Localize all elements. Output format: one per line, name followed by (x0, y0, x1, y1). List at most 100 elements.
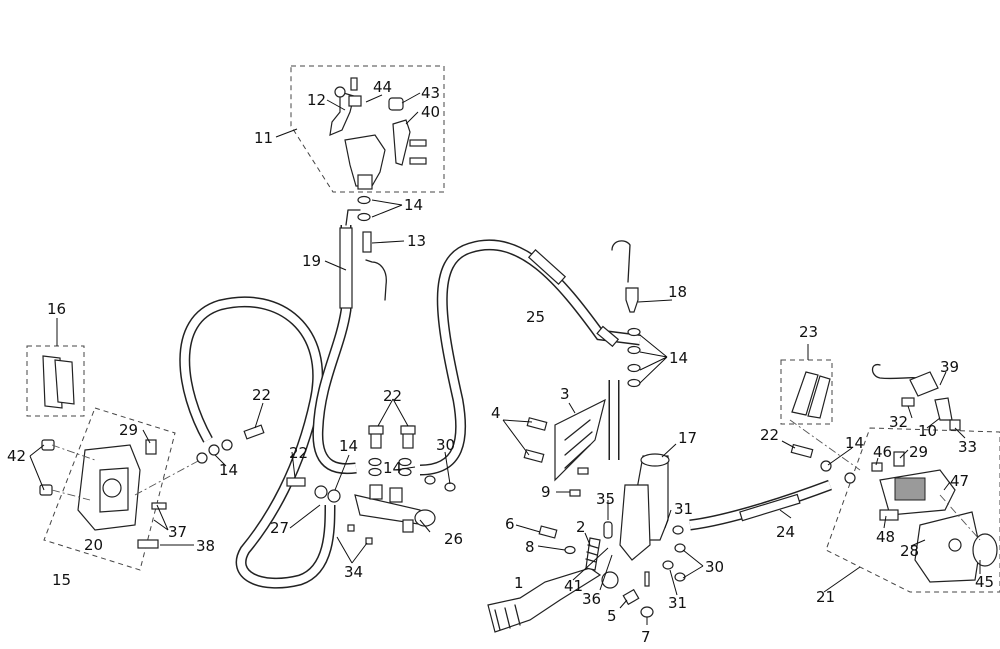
pin-48 (879, 509, 899, 521)
callout-2: 2 (576, 518, 586, 536)
bolt-4-top (526, 417, 548, 431)
rear-pads-group-box (780, 359, 833, 425)
hose-guard-25 (527, 249, 567, 285)
callout-14-top: 14 (404, 196, 423, 214)
master-cylinder-body (344, 134, 386, 187)
callout-9: 9 (541, 483, 551, 501)
callout-11: 11 (254, 129, 273, 147)
brake-pedal-1 (487, 567, 602, 633)
caliper-bracket-28 (914, 511, 981, 583)
callout-16: 16 (47, 300, 66, 318)
callout-30-center: 30 (436, 436, 455, 454)
bolt-22-side (286, 477, 306, 487)
callout-15: 15 (52, 571, 71, 589)
callout-14-rear: 14 (669, 349, 688, 367)
heel-guard-3 (554, 398, 606, 482)
callout-23: 23 (799, 323, 818, 341)
callout-31-top: 31 (674, 500, 693, 518)
pin-5 (622, 588, 640, 606)
group-boxes (26, 65, 1000, 593)
callout-30-rear: 30 (705, 558, 724, 576)
callout-45: 45 (975, 573, 994, 591)
callout-14-center: 14 (383, 459, 402, 477)
callout-14-front: 14 (219, 461, 238, 479)
front-pads-group-box (26, 345, 85, 417)
bolt-6 (538, 525, 558, 539)
callout-28: 28 (900, 542, 919, 560)
leader-lines (29, 92, 981, 625)
callout-14-caliper: 14 (845, 434, 864, 452)
bolt-32 (901, 397, 915, 407)
callout-5: 5 (607, 607, 617, 625)
bleeder-29 (145, 439, 157, 455)
callout-22-front: 22 (252, 386, 271, 404)
callout-47: 47 (950, 472, 969, 490)
bracket-10 (934, 397, 953, 421)
callout-10: 10 (918, 422, 937, 440)
callout-29-front: 29 (119, 421, 138, 439)
callout-6: 6 (505, 515, 515, 533)
callout-17: 17 (678, 429, 697, 447)
bolt-37 (151, 502, 167, 510)
screw-9-top (569, 489, 581, 497)
brake-switch-18 (625, 287, 639, 313)
nut-46 (871, 462, 883, 472)
small-fasteners (347, 231, 373, 545)
callout-37: 37 (168, 523, 187, 541)
callout-32: 32 (889, 413, 908, 431)
callouts: 44 43 40 12 11 14 13 19 16 42 29 14 22 2… (7, 78, 994, 646)
callout-13: 13 (407, 232, 426, 250)
rear-pad-a (791, 371, 819, 416)
bolt-22-front (243, 424, 265, 440)
brake-switch-wire-13 (365, 259, 387, 301)
front-master-cylinder-group-box (290, 65, 445, 193)
callout-22-rear: 22 (760, 426, 779, 444)
spacer-45 (972, 533, 998, 567)
junction-block (243, 424, 436, 533)
callout-40: 40 (421, 103, 440, 121)
callout-21: 21 (816, 588, 835, 606)
hose-banjo-top (345, 209, 361, 226)
pin-35 (603, 521, 613, 539)
callout-39: 39 (940, 358, 959, 376)
screw-34b (347, 524, 355, 532)
bleeder-29-rear (893, 451, 905, 467)
callout-34: 34 (344, 563, 363, 581)
callout-43: 43 (421, 84, 440, 102)
brake-switch-13 (362, 231, 372, 253)
callout-48: 48 (876, 528, 895, 546)
brake-switch-wire-18 (611, 240, 631, 283)
screw-44 (350, 77, 358, 91)
rear-brake-pads (791, 371, 831, 419)
bolt-22-rear (790, 443, 814, 459)
hose-19-guard (339, 227, 353, 309)
callout-36: 36 (582, 590, 601, 608)
hose-fitting (596, 325, 620, 348)
callout-14-mid: 14 (339, 437, 358, 455)
rear-master-cylinder (487, 287, 670, 633)
callout-12: 12 (307, 91, 326, 109)
callout-26: 26 (444, 530, 463, 548)
bolt-33 (949, 419, 961, 431)
callout-33: 33 (958, 438, 977, 456)
callout-18: 18 (668, 283, 687, 301)
screw-34a (365, 537, 373, 545)
washers (196, 195, 856, 618)
callout-7: 7 (641, 628, 651, 646)
rear-caliper-group-box (825, 427, 1000, 593)
cotter-pin (644, 571, 650, 587)
hoses (179, 209, 926, 589)
sensor-39 (909, 371, 939, 397)
callout-8: 8 (525, 538, 535, 556)
callout-22-side: 22 (289, 444, 308, 462)
clamp-40 (392, 119, 411, 166)
callout-1: 1 (514, 574, 524, 592)
front-brake-pads (42, 355, 75, 409)
pad-front-b (54, 359, 75, 405)
rear-caliper (789, 371, 998, 583)
callout-24: 24 (776, 523, 795, 541)
callout-31-bottom: 31 (668, 594, 687, 612)
callout-41: 41 (564, 577, 583, 595)
screw-9-bottom (577, 467, 589, 475)
bolt-4-bottom (523, 449, 545, 463)
